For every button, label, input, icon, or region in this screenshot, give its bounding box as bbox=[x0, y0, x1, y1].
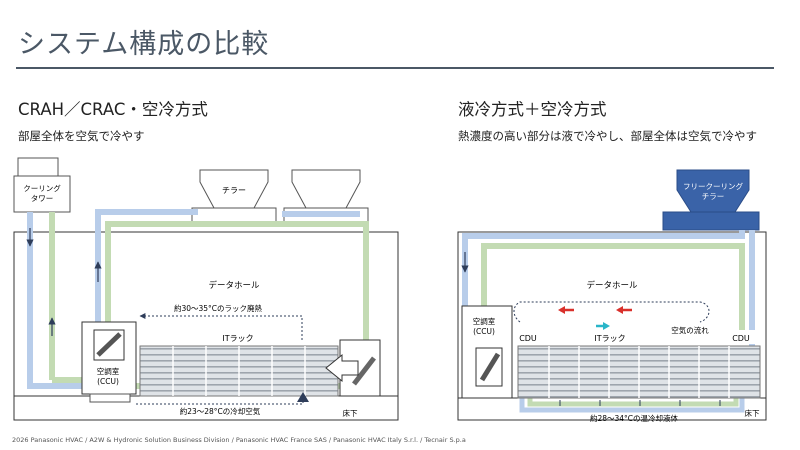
right-pipe-green-inner bbox=[481, 243, 745, 330]
left-rack-exhaust-label: 約30〜35°Cのラック廃熱 bbox=[174, 303, 263, 313]
cooling-tower-label: クーリングタワー bbox=[23, 183, 61, 203]
left-pipe-blue-chiller bbox=[95, 209, 198, 322]
chiller-2 bbox=[291, 169, 361, 209]
left-pipe-green-tower bbox=[52, 212, 85, 382]
right-pipe-blue-outer bbox=[462, 230, 745, 306]
left-pipe-blue-tower bbox=[27, 212, 85, 389]
right-cdu-right-label: CDU bbox=[732, 334, 750, 343]
right-arrow-red-head-2 bbox=[616, 306, 623, 314]
right-cdu-right-box bbox=[726, 330, 756, 344]
left-section-title: CRAH／CRAC・空冷方式 bbox=[18, 100, 208, 119]
left-ccu-label: 空調室(CCU) bbox=[97, 366, 120, 386]
left-data-hall-label: データホール bbox=[208, 280, 260, 291]
right-arrow-cyan-head bbox=[603, 322, 610, 330]
right-underfloor-label: 床下 bbox=[745, 408, 760, 418]
left-exhaust-flow bbox=[139, 313, 303, 340]
left-airflow-arrow bbox=[325, 353, 359, 383]
left-ccu-coil-slash bbox=[96, 332, 122, 357]
right-cdu-left-box bbox=[516, 330, 540, 344]
cooling-tower bbox=[13, 175, 71, 213]
free-cooling-chiller-base bbox=[662, 211, 760, 231]
left-cold-air-arrowhead bbox=[297, 392, 309, 402]
right-building-outline bbox=[457, 231, 767, 421]
right-ccu-coil-slash bbox=[479, 352, 501, 382]
left-it-rack-label: ITラック bbox=[222, 334, 253, 343]
left-diagram bbox=[13, 157, 399, 421]
right-arrow-red-head-1 bbox=[558, 306, 565, 314]
left-building-outline bbox=[13, 231, 399, 421]
footer-copyright: 2026 Panasonic HVAC / A2W & Hydronic Sol… bbox=[12, 436, 466, 444]
page-title: システム構成の比較 bbox=[18, 29, 270, 60]
left-crac-coil-slash bbox=[352, 356, 376, 386]
right-airflow-loop bbox=[513, 301, 710, 323]
right-air-flow-label: 空気の流れ bbox=[671, 325, 709, 335]
left-cold-air-flow bbox=[136, 396, 304, 405]
chiller-1-base bbox=[191, 207, 277, 223]
right-coolant-blue-loop bbox=[519, 398, 745, 413]
right-cdu-left-label: CDU bbox=[519, 334, 537, 343]
right-coolant-label: 約28〜34°Cの温冷却液体 bbox=[590, 413, 679, 423]
left-underfloor-label: 床下 bbox=[343, 408, 358, 418]
left-section-subtitle: 部屋全体を空気で冷やす bbox=[18, 129, 145, 143]
right-section-title: 液冷方式＋空冷方式 bbox=[458, 100, 607, 119]
free-cooling-chiller-label: フリークーリングチラー bbox=[683, 181, 743, 201]
right-data-hall-label: データホール bbox=[586, 280, 638, 291]
cooling-tower-base bbox=[17, 157, 59, 177]
right-it-rack-label: ITラック bbox=[594, 334, 625, 343]
chiller-1-label: チラー bbox=[222, 186, 246, 195]
right-coolant-green-loop bbox=[527, 398, 739, 407]
left-cold-air-label: 約23〜28°Cの冷却空気 bbox=[180, 406, 261, 416]
right-diagram bbox=[457, 169, 767, 421]
right-ccu-label: 空調室(CCU) bbox=[473, 316, 496, 336]
left-ccu-feet bbox=[89, 393, 131, 403]
free-cooling-chiller bbox=[676, 169, 750, 213]
right-section-subtitle: 熱濃度の高い部分は液で冷やし、部屋全体は空気で冷やす bbox=[458, 129, 757, 143]
title-rule bbox=[16, 67, 774, 69]
